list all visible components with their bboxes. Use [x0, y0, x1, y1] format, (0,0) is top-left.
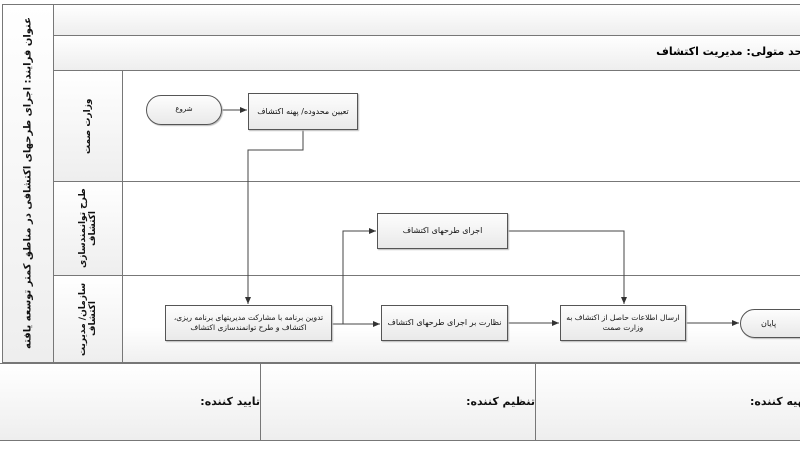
define-area-node: تعیین محدوده/ پهنه اکتشاف [248, 93, 358, 130]
execute-plans-node: اجرای طرحهای اکتشاف [377, 213, 508, 249]
approver-cell: تایید کننده: [0, 363, 261, 441]
end-node: پایان [740, 309, 800, 338]
process-title-column: عنوان فرایند: اجرای طرحهای اکتشافی در من… [2, 4, 54, 363]
arrow-compile-to-execute [332, 228, 376, 325]
responsible-unit-band: واحد متولی: مدیریت اکتشاف [54, 35, 800, 71]
preparer-cell: تهیه کننده: [536, 363, 800, 441]
lane-label-empowerment: طرح توانمندسازی اکتشاف [54, 181, 123, 276]
supervise-node: نظارت بر اجرای طرحهای اکتشاف [381, 305, 508, 341]
preparer-label: تهیه کننده: [749, 395, 800, 408]
regulator-cell: تنظیم کننده: [261, 363, 536, 441]
lane-ministry [122, 70, 800, 182]
lane-label-ministry: وزارت صمت [54, 70, 123, 182]
send-info-node: ارسال اطلاعات حاصل از اکتشاف به وزارت صم… [560, 305, 686, 341]
top-header-band [54, 4, 800, 36]
signature-band [0, 363, 800, 441]
start-node: شروع [146, 95, 222, 125]
responsible-unit: واحد متولی: مدیریت اکتشاف [656, 45, 800, 58]
lane-empowerment [122, 181, 800, 276]
arrow-execute-to-send [508, 230, 627, 304]
end-node-label: پایان [761, 318, 777, 328]
regulator-label: تنظیم کننده: [466, 395, 535, 408]
approver-label: تایید کننده: [200, 395, 260, 408]
arrow-define-to-compile [245, 130, 304, 304]
compile-program-node: تدوین برنامه با مشارکت مدیریتهای برنامه … [165, 305, 332, 341]
